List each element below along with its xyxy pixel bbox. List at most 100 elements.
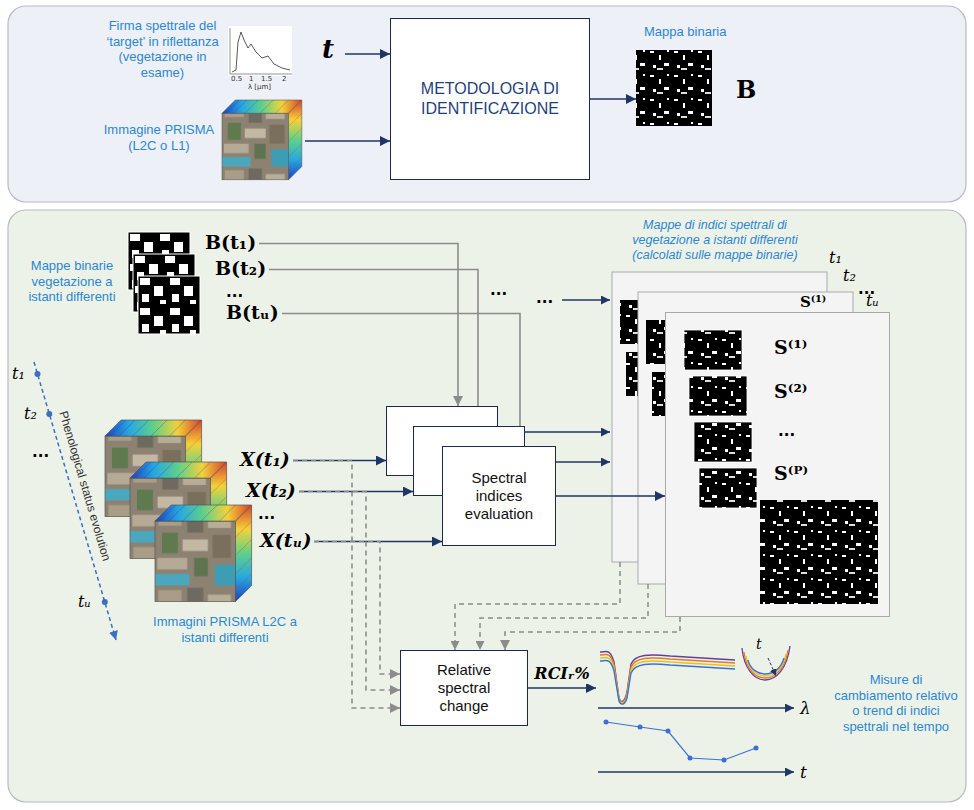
spectral-change-plot xyxy=(666,729,671,734)
ellipsis: ... xyxy=(536,290,553,306)
spectral-change-plot xyxy=(600,654,735,702)
binary-map-output: Mappa binariaB xyxy=(636,24,766,132)
binary-map-images xyxy=(138,276,200,334)
spectral-change-plot xyxy=(748,658,784,674)
arrow xyxy=(556,495,665,497)
binary-map-image xyxy=(636,50,712,126)
spectral-change-plot xyxy=(600,657,735,703)
dashed-connectors xyxy=(480,584,648,650)
spectral-change-plot xyxy=(598,707,794,708)
panel-background xyxy=(8,6,966,202)
time-label: t₁ xyxy=(12,364,25,384)
axis-caption: Phenological status evolution xyxy=(56,409,113,562)
binary-map-image xyxy=(636,50,712,126)
output-caption: Misure di cambiamento relativo o trend d… xyxy=(832,672,960,734)
process-title: METODOLOGIA DI IDENTIFICAZIONE xyxy=(405,79,575,119)
index-map-stack xyxy=(699,468,757,508)
binary-map-images xyxy=(128,232,200,334)
process-stack: Spectral indices evaluation xyxy=(386,406,558,548)
time-label: tᵤ xyxy=(78,592,91,612)
index-map-stack xyxy=(626,352,676,396)
hyperspectral-cube xyxy=(222,100,302,180)
spectral-signature-plot xyxy=(230,28,292,74)
ellipsis: ... xyxy=(32,444,49,460)
index-map-stack xyxy=(612,272,827,562)
arrow xyxy=(293,460,386,462)
arrow xyxy=(269,270,478,427)
tick-label: 2 xyxy=(282,75,286,83)
spectral-change-plot xyxy=(742,646,790,680)
vector-symbol: t xyxy=(322,34,334,64)
matrix-symbol: X(tᵤ) xyxy=(260,528,311,552)
dashed-arrow xyxy=(293,461,400,709)
ellipsis: ... xyxy=(778,423,795,439)
spectral-change-plot xyxy=(746,654,786,676)
spectral-change-plot xyxy=(722,758,727,763)
matrix-symbol: X(t₁) xyxy=(240,447,290,471)
index-map-stack xyxy=(638,292,853,584)
matrix-symbol: B xyxy=(736,76,756,104)
spectral-signature-plot xyxy=(228,26,292,76)
spectral-change-plot xyxy=(688,756,693,761)
matrix-symbol: S⁽ᴾ⁾ xyxy=(774,461,808,485)
timeline-arrow xyxy=(34,362,116,640)
timeline-arrow xyxy=(102,599,108,605)
index-map-stack xyxy=(684,330,742,370)
spectral-change-plot xyxy=(768,658,776,676)
index-map-stack xyxy=(665,312,890,617)
binary-map-images xyxy=(128,232,190,290)
index-map-panel: S⁽¹⁾S⁽²⁾...S⁽ᴾ⁾ xyxy=(665,312,890,617)
matrix-symbol: B(t₁) xyxy=(205,230,256,254)
dashed-arrow xyxy=(505,617,680,650)
axis-label: t xyxy=(800,762,807,782)
arrow xyxy=(528,687,596,689)
ellipsis: ... xyxy=(258,506,275,522)
dashed-arrow xyxy=(314,542,400,675)
hyperspectral-cubes xyxy=(105,420,202,517)
spectral-change-plot xyxy=(638,725,643,730)
index-map-stack xyxy=(620,300,670,344)
spectral-change-plot xyxy=(744,650,788,678)
arrow xyxy=(259,244,458,407)
arrow xyxy=(305,140,390,142)
dashed-connectors xyxy=(455,562,620,650)
image-input: Immagine PRISMA (L2C o L1) xyxy=(100,96,305,186)
arrow xyxy=(299,491,413,493)
stacked-box: Spectral indices evaluation xyxy=(442,446,556,546)
spectral-signature-input: Firma spettrale del ‘target’ in rifletta… xyxy=(100,14,345,94)
index-map-stack xyxy=(612,272,890,617)
stacked-arrows xyxy=(562,299,610,301)
spectral-signature-plot xyxy=(232,32,290,72)
spectral-change-plot xyxy=(600,651,735,701)
tick-label: 1 xyxy=(249,75,253,83)
binary-map-label: B(t₁) xyxy=(205,230,259,257)
hyperspectral-cubes xyxy=(130,462,227,559)
tick-label: 0.5 xyxy=(231,75,242,83)
image-label: X(t₁) xyxy=(240,447,293,474)
index-map-stack xyxy=(652,372,702,416)
spectral-change-plot xyxy=(600,660,735,704)
axis-label: λ xyxy=(800,698,811,718)
group-caption: Mappe binarie vegetazione a istanti diff… xyxy=(18,258,126,305)
spectral-change-plot xyxy=(604,720,609,725)
process-title: Spectral indices evaluation xyxy=(450,469,548,523)
process-box: METODOLOGIA DI IDENTIFICAZIONE xyxy=(390,18,590,180)
spectral-signature-plot xyxy=(228,26,292,76)
input-caption: Immagine PRISMA (L2C o L1) xyxy=(100,122,218,153)
matrix-symbol: X(t₂) xyxy=(246,478,296,502)
hyperspectral-cube xyxy=(222,100,302,180)
spectral-change-plot xyxy=(754,746,759,751)
binary-map-images xyxy=(133,254,195,312)
axis-label: λ [μm] xyxy=(248,83,271,91)
time-label: t₁ xyxy=(829,248,842,268)
axis-label: t xyxy=(756,636,762,652)
arrow xyxy=(314,541,442,543)
index-map-stack xyxy=(760,500,878,604)
time-label: tᵤ xyxy=(866,291,879,311)
edge-label: RCIᵣ% xyxy=(531,664,592,684)
dashed-arrow xyxy=(299,492,400,691)
binary-map-label: B(tᵤ) xyxy=(226,300,282,327)
arrow xyxy=(345,53,390,55)
hyperspectral-cubes xyxy=(105,420,252,602)
image-label: X(t₂) xyxy=(246,478,299,505)
